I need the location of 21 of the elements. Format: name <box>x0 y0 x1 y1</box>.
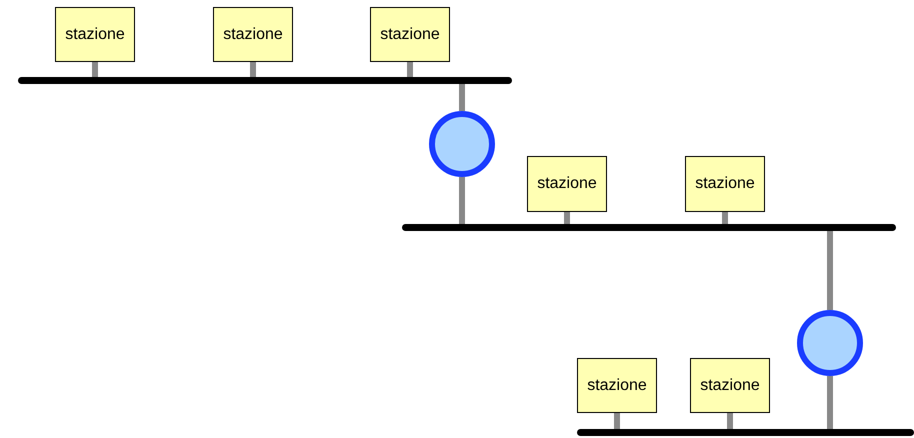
connector-line <box>564 212 570 224</box>
station-box: stazione <box>213 7 293 62</box>
station-box: stazione <box>527 156 607 212</box>
connector-line <box>459 84 465 111</box>
connector-line <box>250 62 256 77</box>
connector-line <box>92 62 98 77</box>
bus-line <box>577 429 914 436</box>
connector-line <box>459 177 465 224</box>
station-box: stazione <box>690 358 770 413</box>
connector-line <box>722 212 728 224</box>
connector-line <box>614 413 620 429</box>
connector-line <box>727 413 733 429</box>
bus-line <box>18 77 512 84</box>
station-box: stazione <box>55 7 135 62</box>
connector-line <box>827 376 833 429</box>
station-box: stazione <box>370 7 450 62</box>
bus-line <box>402 224 896 231</box>
connector-line <box>407 62 413 77</box>
connector-line <box>827 231 833 310</box>
station-box: stazione <box>685 156 765 212</box>
station-box: stazione <box>577 358 657 413</box>
